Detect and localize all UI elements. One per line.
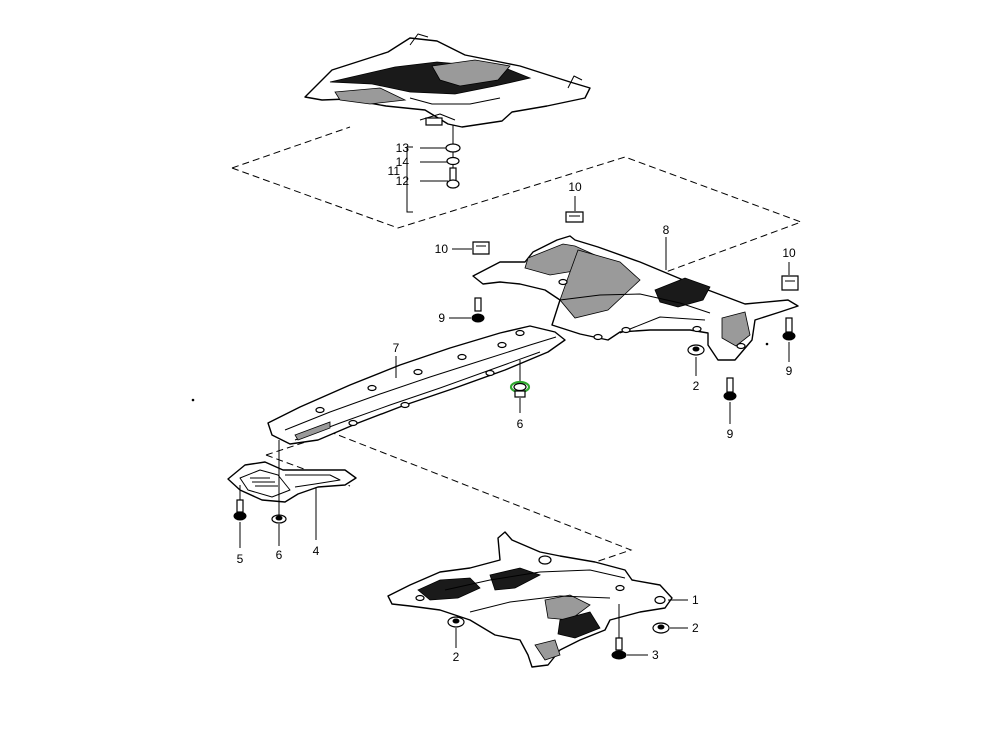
upper-assembly-outline: [231, 156, 803, 277]
callout-2-upper[interactable]: 2: [693, 379, 700, 393]
callout-10-left[interactable]: 10: [435, 242, 449, 256]
nut-2-upper[interactable]: [687, 344, 705, 376]
callout-6-upper[interactable]: 6: [517, 417, 524, 431]
scan-dot: [191, 398, 195, 402]
side-rail[interactable]: [267, 325, 566, 445]
callout-6-lower[interactable]: 6: [276, 548, 283, 562]
top-panel-hardware: [406, 125, 461, 213]
callout-8[interactable]: 8: [663, 223, 670, 237]
callout-5[interactable]: 5: [237, 552, 244, 566]
bolt-9-right[interactable]: [782, 317, 796, 362]
clip-10-center[interactable]: [565, 196, 584, 223]
bolt-9-center[interactable]: [723, 377, 737, 424]
nut-2-right[interactable]: [652, 622, 688, 634]
nut-2-left[interactable]: [447, 616, 465, 648]
bolt-9-left[interactable]: [449, 297, 485, 323]
front-underbody-panel[interactable]: [387, 531, 688, 668]
callout-13[interactable]: 13: [396, 141, 410, 155]
scan-dot: [765, 342, 769, 346]
callout-2-right[interactable]: 2: [692, 621, 699, 635]
callout-3[interactable]: 3: [652, 648, 659, 662]
washer-14[interactable]: [446, 156, 460, 166]
upper-assembly-outline-left: [231, 126, 351, 169]
small-cover-plate[interactable]: [227, 461, 357, 540]
callout-2-left[interactable]: 2: [453, 650, 460, 664]
callout-7[interactable]: 7: [393, 341, 400, 355]
callout-4[interactable]: 4: [313, 544, 320, 558]
callout-12[interactable]: 12: [396, 174, 410, 188]
callout-10-center[interactable]: 10: [568, 180, 582, 194]
callout-labels: 13 14 12 11 10 10 10 8 9 9 9 7 6 2 5 6 4…: [237, 141, 796, 664]
callout-11[interactable]: 11: [388, 164, 401, 178]
top-underbody-panel[interactable]: [304, 33, 591, 128]
callout-9-left[interactable]: 9: [438, 311, 445, 325]
callout-1[interactable]: 1: [692, 593, 699, 607]
rear-underbody-panel[interactable]: [472, 235, 799, 361]
callout-9-right[interactable]: 9: [786, 364, 793, 378]
nut-6-highlighted[interactable]: [509, 360, 531, 413]
callout-10-right[interactable]: 10: [782, 246, 796, 260]
clip-10-right[interactable]: [781, 262, 799, 291]
bolt-5[interactable]: [233, 485, 247, 548]
grommet-13[interactable]: [445, 143, 461, 153]
callout-14[interactable]: 14: [396, 155, 410, 169]
bolt-3[interactable]: [611, 604, 648, 660]
lower-assembly-outline: [265, 432, 633, 575]
clip-10-left[interactable]: [452, 241, 490, 255]
callout-9-center[interactable]: 9: [727, 427, 734, 441]
nut-6-lower[interactable]: [271, 440, 287, 546]
